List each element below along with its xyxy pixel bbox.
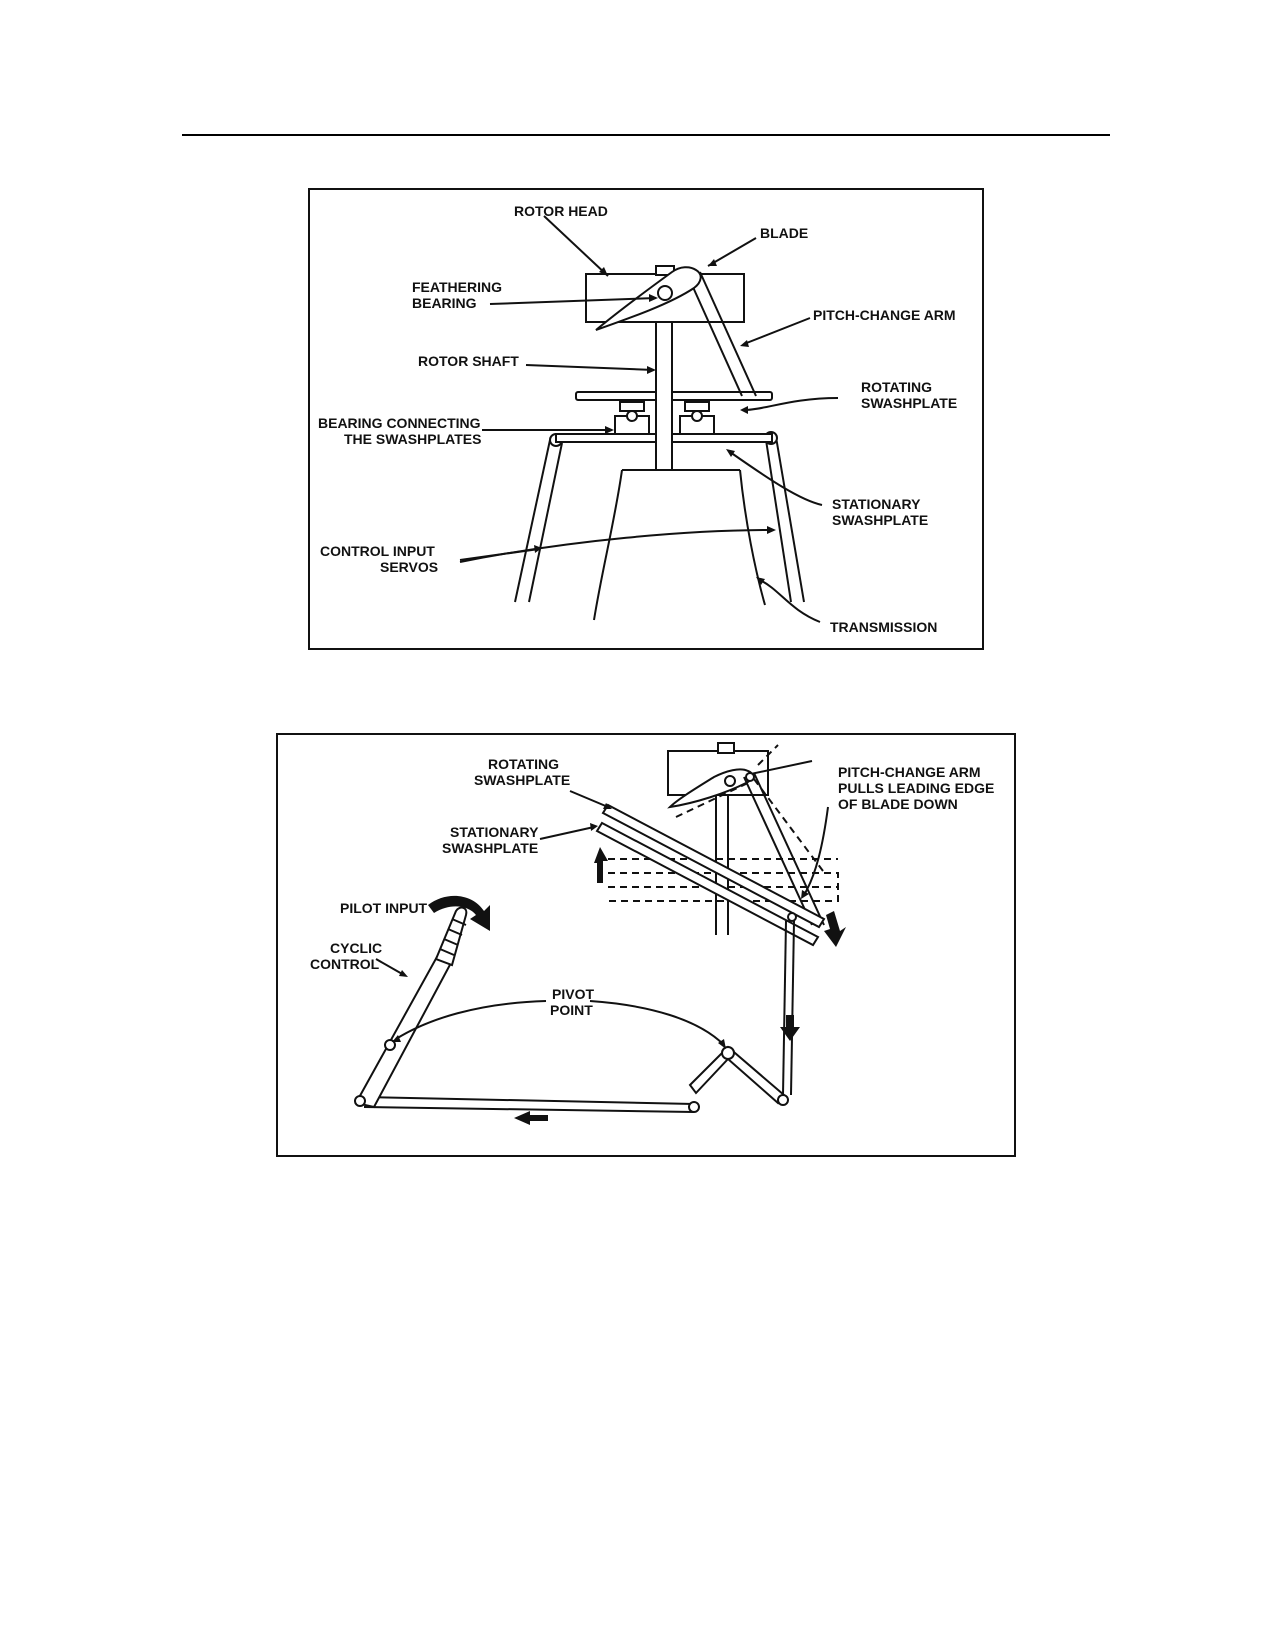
up-arrow-icon bbox=[594, 847, 608, 883]
pitch-arm-neutral-dashed bbox=[753, 778, 827, 876]
blade-label: BLADE bbox=[760, 225, 808, 241]
bellcrank bbox=[688, 1045, 786, 1105]
pitch-change-arm bbox=[743, 772, 825, 926]
bellcrank-horizontal-joint bbox=[688, 1101, 700, 1113]
control-input-servos-label-line2: SERVOS bbox=[380, 559, 438, 575]
rotating-swashplate-label-line2: SWASHPLATE bbox=[474, 772, 570, 788]
pitch-change-arm bbox=[687, 271, 757, 397]
pilot-input-label: PILOT INPUT bbox=[340, 900, 428, 916]
pilot-input-arrow-icon bbox=[428, 895, 490, 931]
rotating-swashplate-label-line1: ROTATING bbox=[488, 756, 559, 772]
pitch-change-arm-label-line1: PITCH-CHANGE ARM bbox=[838, 764, 981, 780]
cyclic-pivot-point bbox=[384, 1039, 396, 1051]
cyclic-control-label-line2: CONTROL bbox=[310, 956, 380, 972]
rotating-swashplate-label-line2: SWASHPLATE bbox=[861, 395, 957, 411]
blade-line bbox=[745, 760, 813, 776]
cyclic-grip-ridges bbox=[439, 918, 467, 956]
blade-deflected-dashed bbox=[675, 782, 749, 818]
transmission-housing bbox=[593, 469, 766, 621]
stationary-swashplate-label-line2: SWASHPLATE bbox=[832, 512, 928, 528]
pitch-change-arm-label-line3: OF BLADE DOWN bbox=[838, 796, 958, 812]
push-pull-rod-right bbox=[782, 920, 795, 1096]
down-arrow-icon bbox=[780, 1015, 800, 1041]
bellcrank-pivot-point bbox=[721, 1046, 735, 1060]
control-input-servos-label-line1: CONTROL INPUT bbox=[320, 543, 435, 559]
push-pull-rod-horizontal bbox=[363, 1096, 695, 1113]
stationary-swashplate-label-line1: STATIONARY bbox=[450, 824, 539, 840]
bellcrank-rod-joint bbox=[777, 1094, 789, 1106]
cyclic-stick bbox=[354, 953, 454, 1109]
cyclic-rod-joint bbox=[354, 1095, 366, 1107]
rotating-swashplate-label-line1: ROTATING bbox=[861, 379, 932, 395]
label-leaders bbox=[375, 790, 829, 1049]
rotor-head-cap bbox=[717, 742, 735, 754]
pitch-change-arm-label: PITCH-CHANGE ARM bbox=[813, 307, 956, 323]
stationary-swashplate-label-line1: STATIONARY bbox=[832, 496, 921, 512]
down-right-arrow-icon bbox=[824, 911, 846, 947]
stationary-swashplate bbox=[595, 821, 820, 947]
label-leaders bbox=[459, 215, 839, 623]
swashplate-assembly-figure: ROTOR HEAD BLADE FEATHERING BEARING PITC… bbox=[308, 188, 984, 650]
blade-neutral-dashed bbox=[757, 744, 779, 766]
rotor-head-label: ROTOR HEAD bbox=[514, 203, 608, 219]
pivot-point-label-line2: POINT bbox=[550, 1002, 593, 1018]
feathering-bearing bbox=[724, 775, 736, 787]
rotor-shaft-label: ROTOR SHAFT bbox=[418, 353, 519, 369]
swashplate-connecting-bearings bbox=[614, 401, 715, 435]
cyclic-grip bbox=[434, 906, 468, 967]
connecting-bearing-label-line1: BEARING CONNECTING bbox=[318, 415, 481, 431]
stationary-swashplate-label-line2: SWASHPLATE bbox=[442, 840, 538, 856]
left-arrow-icon bbox=[514, 1111, 548, 1125]
feathering-bearing-label-line1: FEATHERING bbox=[412, 279, 502, 295]
pivot-point-label-line1: PIVOT bbox=[552, 986, 594, 1002]
cyclic-linkage-diagram: ROTATING SWASHPLATE STATIONARY SWASHPLAT… bbox=[310, 742, 994, 1125]
rotating-swashplate bbox=[575, 391, 773, 401]
swashplate-assembly-diagram: ROTOR HEAD BLADE FEATHERING BEARING PITC… bbox=[318, 203, 957, 635]
rotor-shaft bbox=[655, 305, 673, 471]
pitch-change-arm-label-line2: PULLS LEADING EDGE bbox=[838, 780, 994, 796]
swashplate-linkage-joint bbox=[787, 912, 797, 922]
rotating-swashplate bbox=[601, 803, 826, 929]
cyclic-control-label-line1: CYCLIC bbox=[330, 940, 382, 956]
feathering-bearing-label-line2: BEARING bbox=[412, 295, 477, 311]
connecting-bearing-label-line2: THE SWASHPLATES bbox=[344, 431, 481, 447]
cyclic-linkage-figure: ROTATING SWASHPLATE STATIONARY SWASHPLAT… bbox=[276, 733, 1016, 1157]
transmission-label: TRANSMISSION bbox=[830, 619, 937, 635]
page-header-rule bbox=[182, 134, 1110, 136]
feathering-bearing bbox=[657, 285, 673, 301]
